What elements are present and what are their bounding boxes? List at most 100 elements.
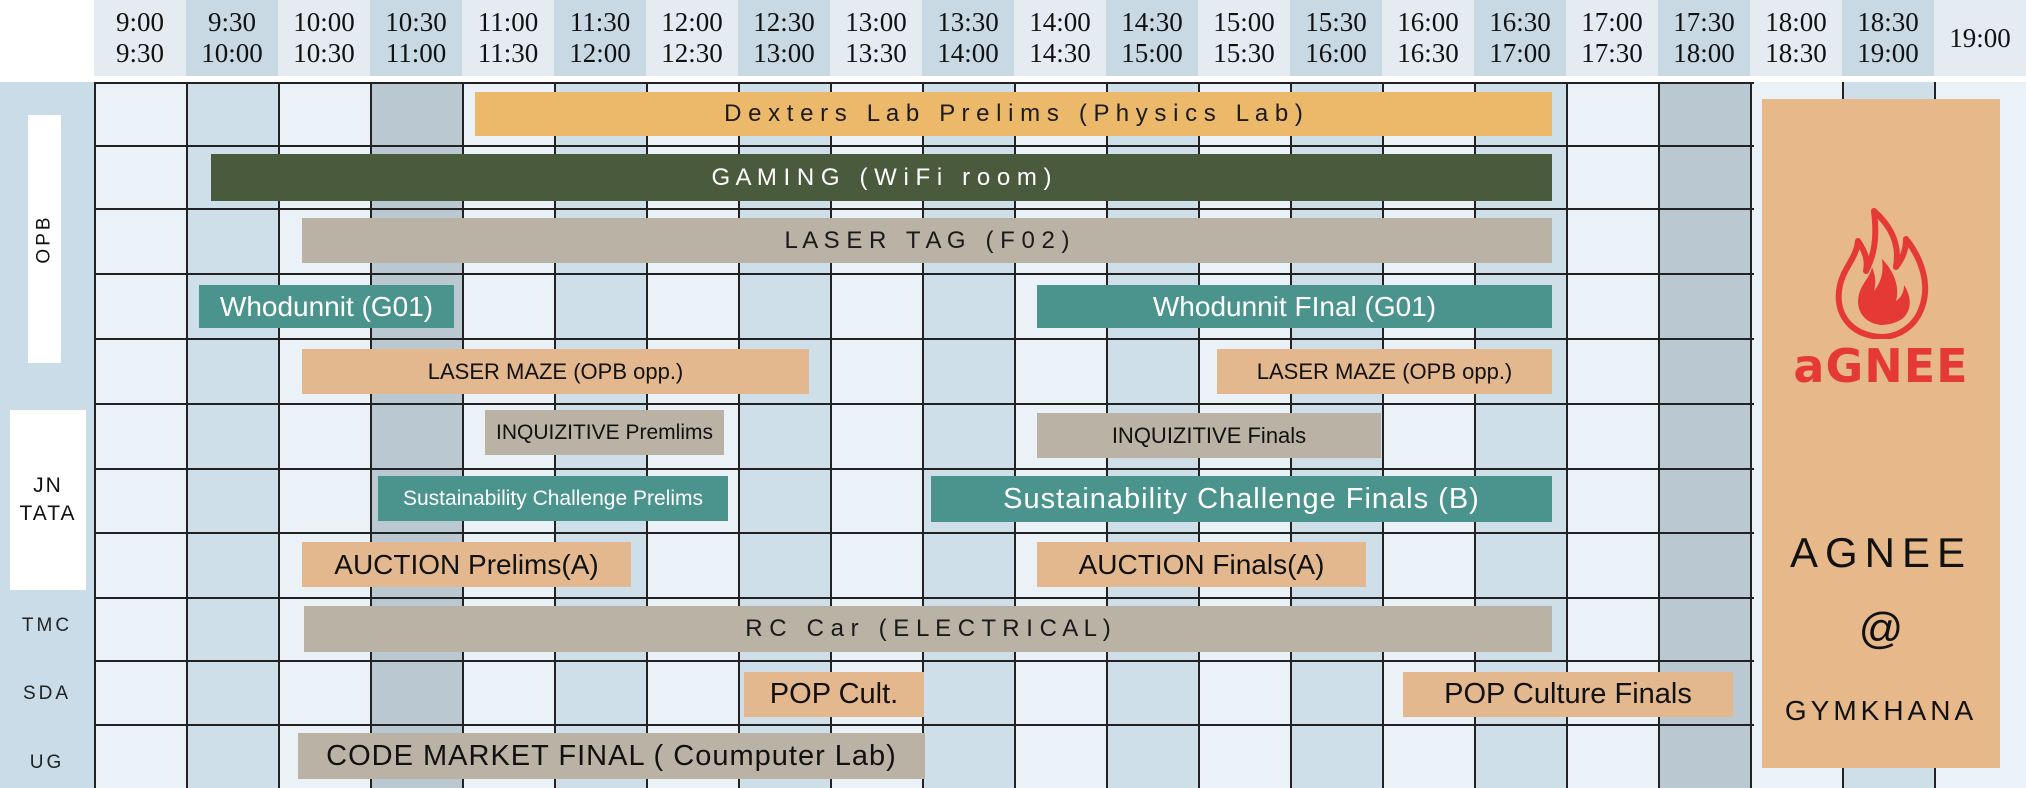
event-inquizitive-finals[interactable]: INQUIZITIVE Finals [1037,413,1381,458]
time-slot-start: 15:00 [1213,7,1275,37]
time-slot-start: 16:00 [1397,7,1459,37]
time-slot-end: 19:00 [1857,38,1919,68]
event-label: AUCTION Finals(A) [1078,548,1325,580]
agnee-logo-text: aGNEE [1793,339,1969,393]
event-whodunnit[interactable]: Whodunnit (G01) [199,285,454,328]
time-slot-start: 12:30 [753,7,815,37]
event-laser-tag[interactable]: L A S E R T A G ( F 0 2 ) [302,218,1552,263]
grid-vertical-line [738,82,740,788]
venue-label-opb: OPB [33,214,55,264]
time-slot-start: 9:30 [207,7,256,37]
venue-label-tmc: TMC [21,615,73,636]
event-laser-maze-2[interactable]: LASER MAZE (OPB opp.) [1217,349,1552,394]
grid-horizontal-line [94,338,1754,340]
grid-column [1658,82,1750,788]
time-slot-end: 15:30 [1213,38,1275,68]
time-slot-start: 10:30 [385,7,447,37]
time-slot-end: 14:30 [1029,38,1091,68]
event-pop-cult[interactable]: POP Cult. [744,672,924,717]
event-auction-finals[interactable]: AUCTION Finals(A) [1037,542,1366,587]
time-slot-start: 15:30 [1305,7,1367,37]
grid-vertical-line [370,82,372,788]
venue-label-jn-tata-box: JN TATA [10,410,86,590]
time-slot-start: 11:30 [569,7,631,37]
grid-column [94,82,186,788]
event-inquizitive-prelims[interactable]: INQUIZITIVE Premlims [485,410,724,455]
event-label: CODE MARKET FINAL ( Coumputer Lab) [326,739,897,772]
venue-label-jn: JN [33,474,63,497]
event-label: Whodunnit FInal (G01) [1152,290,1437,322]
event-code-market-final[interactable]: CODE MARKET FINAL ( Coumputer Lab) [298,733,925,779]
event-gaming[interactable]: G A M I N G ( W i F i r o o m ) [211,154,1552,201]
agnee-title: AGNEE [1789,529,1973,576]
grid-vertical-line [1014,82,1016,788]
grid-horizontal-line [94,82,1754,84]
time-slot-end: 16:30 [1397,38,1459,68]
event-rc-car[interactable]: R C C a r ( E L E C T R I C A L ) [304,606,1552,652]
grid-vertical-line [94,82,96,788]
event-label: INQUIZITIVE Premlims [495,420,713,444]
time-slot-start: 13:30 [937,7,999,37]
time-slot-start: 19:00 [1949,22,2011,53]
grid-vertical-line [186,82,188,788]
time-slot-end: 13:30 [845,38,907,68]
event-whodunnit-final[interactable]: Whodunnit FInal (G01) [1037,285,1552,328]
time-slot-end: 15:00 [1121,38,1183,68]
grid-vertical-line [922,82,924,788]
venue-label-ug: UG [29,752,65,773]
event-label: Sustainability Challenge Finals (B) [1003,482,1480,515]
event-laser-maze-1[interactable]: LASER MAZE (OPB opp.) [302,349,809,394]
grid-vertical-line [462,82,464,788]
event-sustainability-finals[interactable]: Sustainability Challenge Finals (B) [931,476,1552,522]
venue-label-opb-box: OPB [28,115,61,363]
time-slot-end: 17:00 [1489,38,1551,68]
time-slot-start: 9:00 [115,7,164,37]
time-slot-header: 19:00 [1934,0,2026,76]
event-label: AUCTION Prelims(A) [334,548,599,580]
event-label: R C C a r ( E L E C T R I C A L ) [745,615,1111,642]
time-slot-start: 18:30 [1857,7,1919,37]
time-slot-end: 16:00 [1305,38,1367,68]
time-slot-end: 10:30 [293,38,355,68]
event-label: Whodunnit (G01) [219,290,434,322]
grid-horizontal-line [94,468,1754,470]
time-slot-end: 12:00 [569,38,631,68]
time-slot-start: 17:30 [1673,7,1735,37]
grid-horizontal-line [94,532,1754,534]
time-slot-end: 18:00 [1673,38,1735,68]
event-label: L A S E R T A G ( F 0 2 ) [784,226,1070,254]
time-slot-start: 10:00 [293,7,355,37]
agnee-panel[interactable]: aGNEE AGNEE @ GYMKHANA [1762,99,2000,768]
event-dexters-lab-prelims[interactable]: D e x t e r s L a b P r e l i m s ( P h … [475,92,1552,136]
time-slot-end: 9:30 [115,38,164,68]
time-slot-end: 17:30 [1581,38,1643,68]
event-pop-culture-finals[interactable]: POP Culture Finals [1403,672,1733,717]
grid-vertical-line [1474,82,1476,788]
grid-vertical-line [830,82,832,788]
grid-horizontal-line [94,597,1754,599]
event-auction-prelims[interactable]: AUCTION Prelims(A) [302,542,631,587]
event-sustainability-prelims[interactable]: Sustainability Challenge Prelims [378,476,728,521]
time-slot-start: 17:00 [1581,7,1643,37]
time-slot-end: 11:00 [385,38,447,68]
grid-horizontal-line [94,724,1754,726]
time-slot-start: 14:00 [1029,7,1091,37]
grid-horizontal-line [94,145,1754,147]
time-slot-start: 18:00 [1765,7,1827,37]
event-label: POP Culture Finals [1444,678,1692,710]
agnee-venue: GYMKHANA [1784,695,1978,726]
time-slot-end: 18:30 [1765,38,1827,68]
